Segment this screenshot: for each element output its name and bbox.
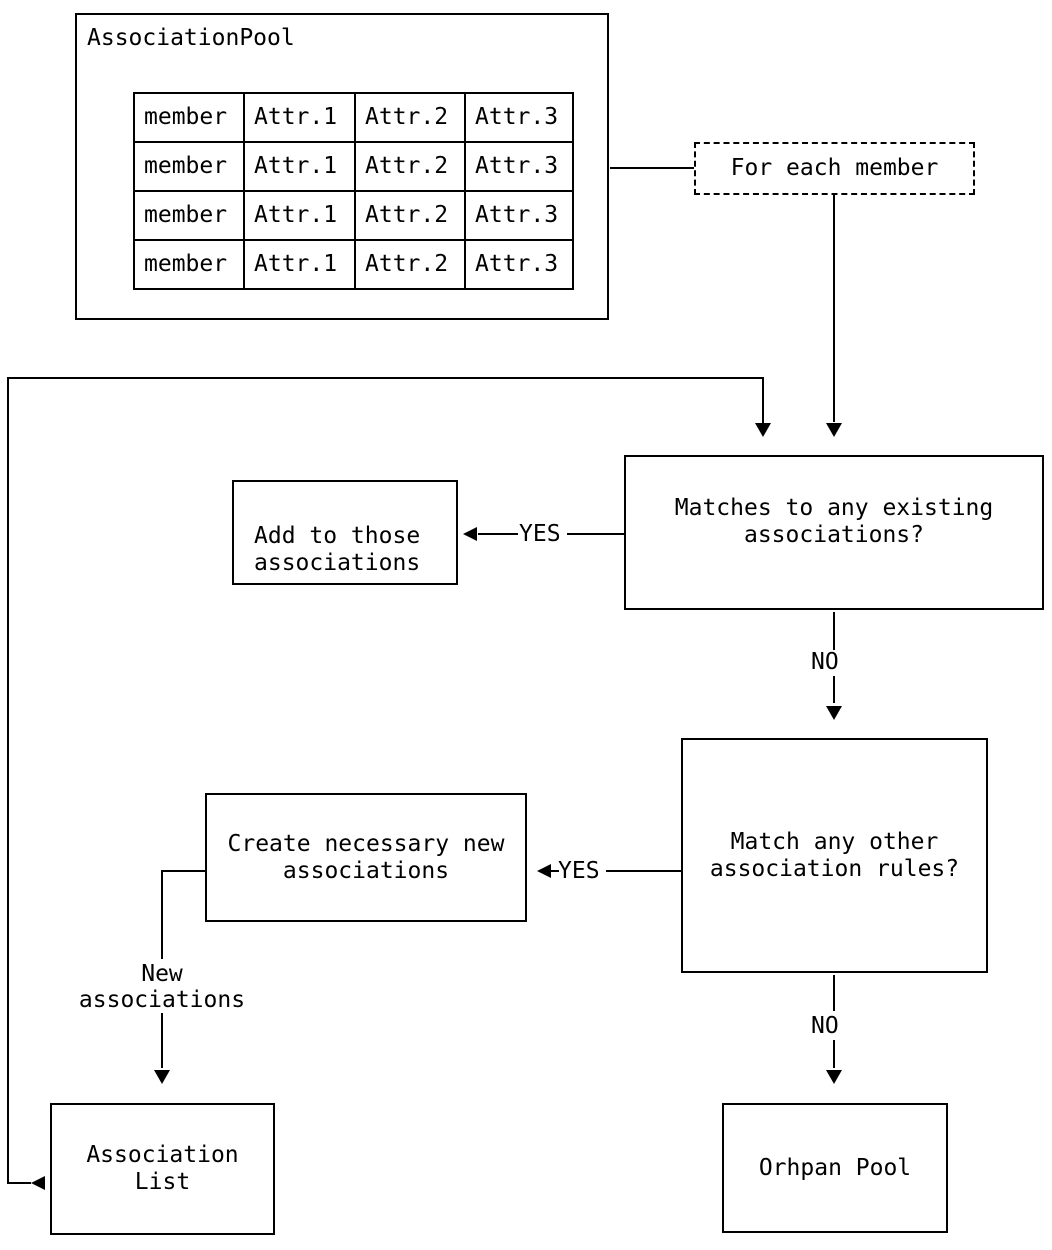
flow-line-no-existing-lower xyxy=(833,676,835,703)
flow-line-new-assoc-upper xyxy=(161,870,163,959)
table-cell: member xyxy=(133,239,245,290)
for-each-member-box: For each member xyxy=(694,142,975,195)
flow-line-yes-rules-left xyxy=(551,870,559,872)
no-label: NO xyxy=(811,1013,839,1039)
table-cell: Attr.3 xyxy=(464,141,574,192)
flow-line-foreach-to-matches xyxy=(833,195,835,422)
table-row: member Attr.1 Attr.2 Attr.3 xyxy=(133,92,574,143)
orphan-pool-box: Orhpan Pool xyxy=(722,1103,948,1233)
flow-line-new-assoc-lower xyxy=(161,1013,163,1068)
flow-line-feedback-top xyxy=(7,377,764,379)
arrowhead-down-icon xyxy=(755,423,771,437)
yes-label: YES xyxy=(519,521,561,547)
table-cell: Attr.2 xyxy=(354,141,466,192)
arrowhead-left-icon xyxy=(463,527,477,541)
flow-line-feedback-left xyxy=(7,377,9,1184)
flow-line-yes-existing-right xyxy=(567,533,624,535)
matches-existing-box: Matches to any existing associations? xyxy=(624,455,1044,610)
no-label: NO xyxy=(811,649,839,675)
table-cell: member xyxy=(133,92,245,143)
for-each-member-label: For each member xyxy=(730,155,939,181)
arrowhead-left-icon xyxy=(537,864,551,878)
table-row: member Attr.1 Attr.2 Attr.3 xyxy=(133,190,574,241)
association-list-box: Association List xyxy=(50,1103,275,1235)
flow-line-create-out xyxy=(162,870,205,872)
match-rules-box: Match any other association rules? xyxy=(681,738,988,973)
table-row: member Attr.1 Attr.2 Attr.3 xyxy=(133,239,574,290)
table-cell: Attr.2 xyxy=(354,239,466,290)
arrowhead-down-icon xyxy=(826,1070,842,1084)
table-cell: Attr.1 xyxy=(243,141,356,192)
flow-line-yes-existing-left xyxy=(478,533,518,535)
association-list-label: Association List xyxy=(86,1142,239,1195)
arrowhead-left-icon xyxy=(31,1176,45,1190)
table-cell: Attr.1 xyxy=(243,239,356,290)
flow-line-feedback-drop xyxy=(762,377,764,423)
table-cell: member xyxy=(133,141,245,192)
flow-line-no-existing-upper xyxy=(833,612,835,650)
table-cell: Attr.2 xyxy=(354,190,466,241)
yes-label: YES xyxy=(558,858,600,884)
association-pool-title: AssociationPool xyxy=(87,25,295,51)
orphan-pool-label: Orhpan Pool xyxy=(758,1154,912,1181)
add-associations-box: Add to those associations xyxy=(232,480,458,585)
table-cell: member xyxy=(133,190,245,241)
arrowhead-down-icon xyxy=(154,1070,170,1084)
table-cell: Attr.2 xyxy=(354,92,466,143)
matches-existing-label: Matches to any existing associations? xyxy=(674,495,994,548)
table-cell: Attr.1 xyxy=(243,190,356,241)
arrowhead-down-icon xyxy=(826,706,842,720)
member-attribute-table: member Attr.1 Attr.2 Attr.3 member Attr.… xyxy=(133,92,574,290)
flow-line-no-rules-lower xyxy=(833,1040,835,1068)
table-cell: Attr.3 xyxy=(464,239,574,290)
flow-line-pool-to-foreach xyxy=(610,167,694,169)
flow-line-no-rules-upper xyxy=(833,975,835,1011)
table-cell: Attr.1 xyxy=(243,92,356,143)
table-cell: Attr.3 xyxy=(464,92,574,143)
flow-line-yes-rules-right xyxy=(606,870,681,872)
table-row: member Attr.1 Attr.2 Attr.3 xyxy=(133,141,574,192)
table-cell: Attr.3 xyxy=(464,190,574,241)
create-associations-box: Create necessary new associations xyxy=(205,793,527,922)
create-associations-label: Create necessary new associations xyxy=(227,830,505,884)
match-rules-label: Match any other association rules? xyxy=(709,828,960,882)
flow-line-feedback-bottom xyxy=(7,1182,31,1184)
arrowhead-down-icon xyxy=(826,423,842,437)
new-associations-label: New associations xyxy=(78,961,246,1013)
add-associations-label: Add to those associations xyxy=(254,523,421,576)
